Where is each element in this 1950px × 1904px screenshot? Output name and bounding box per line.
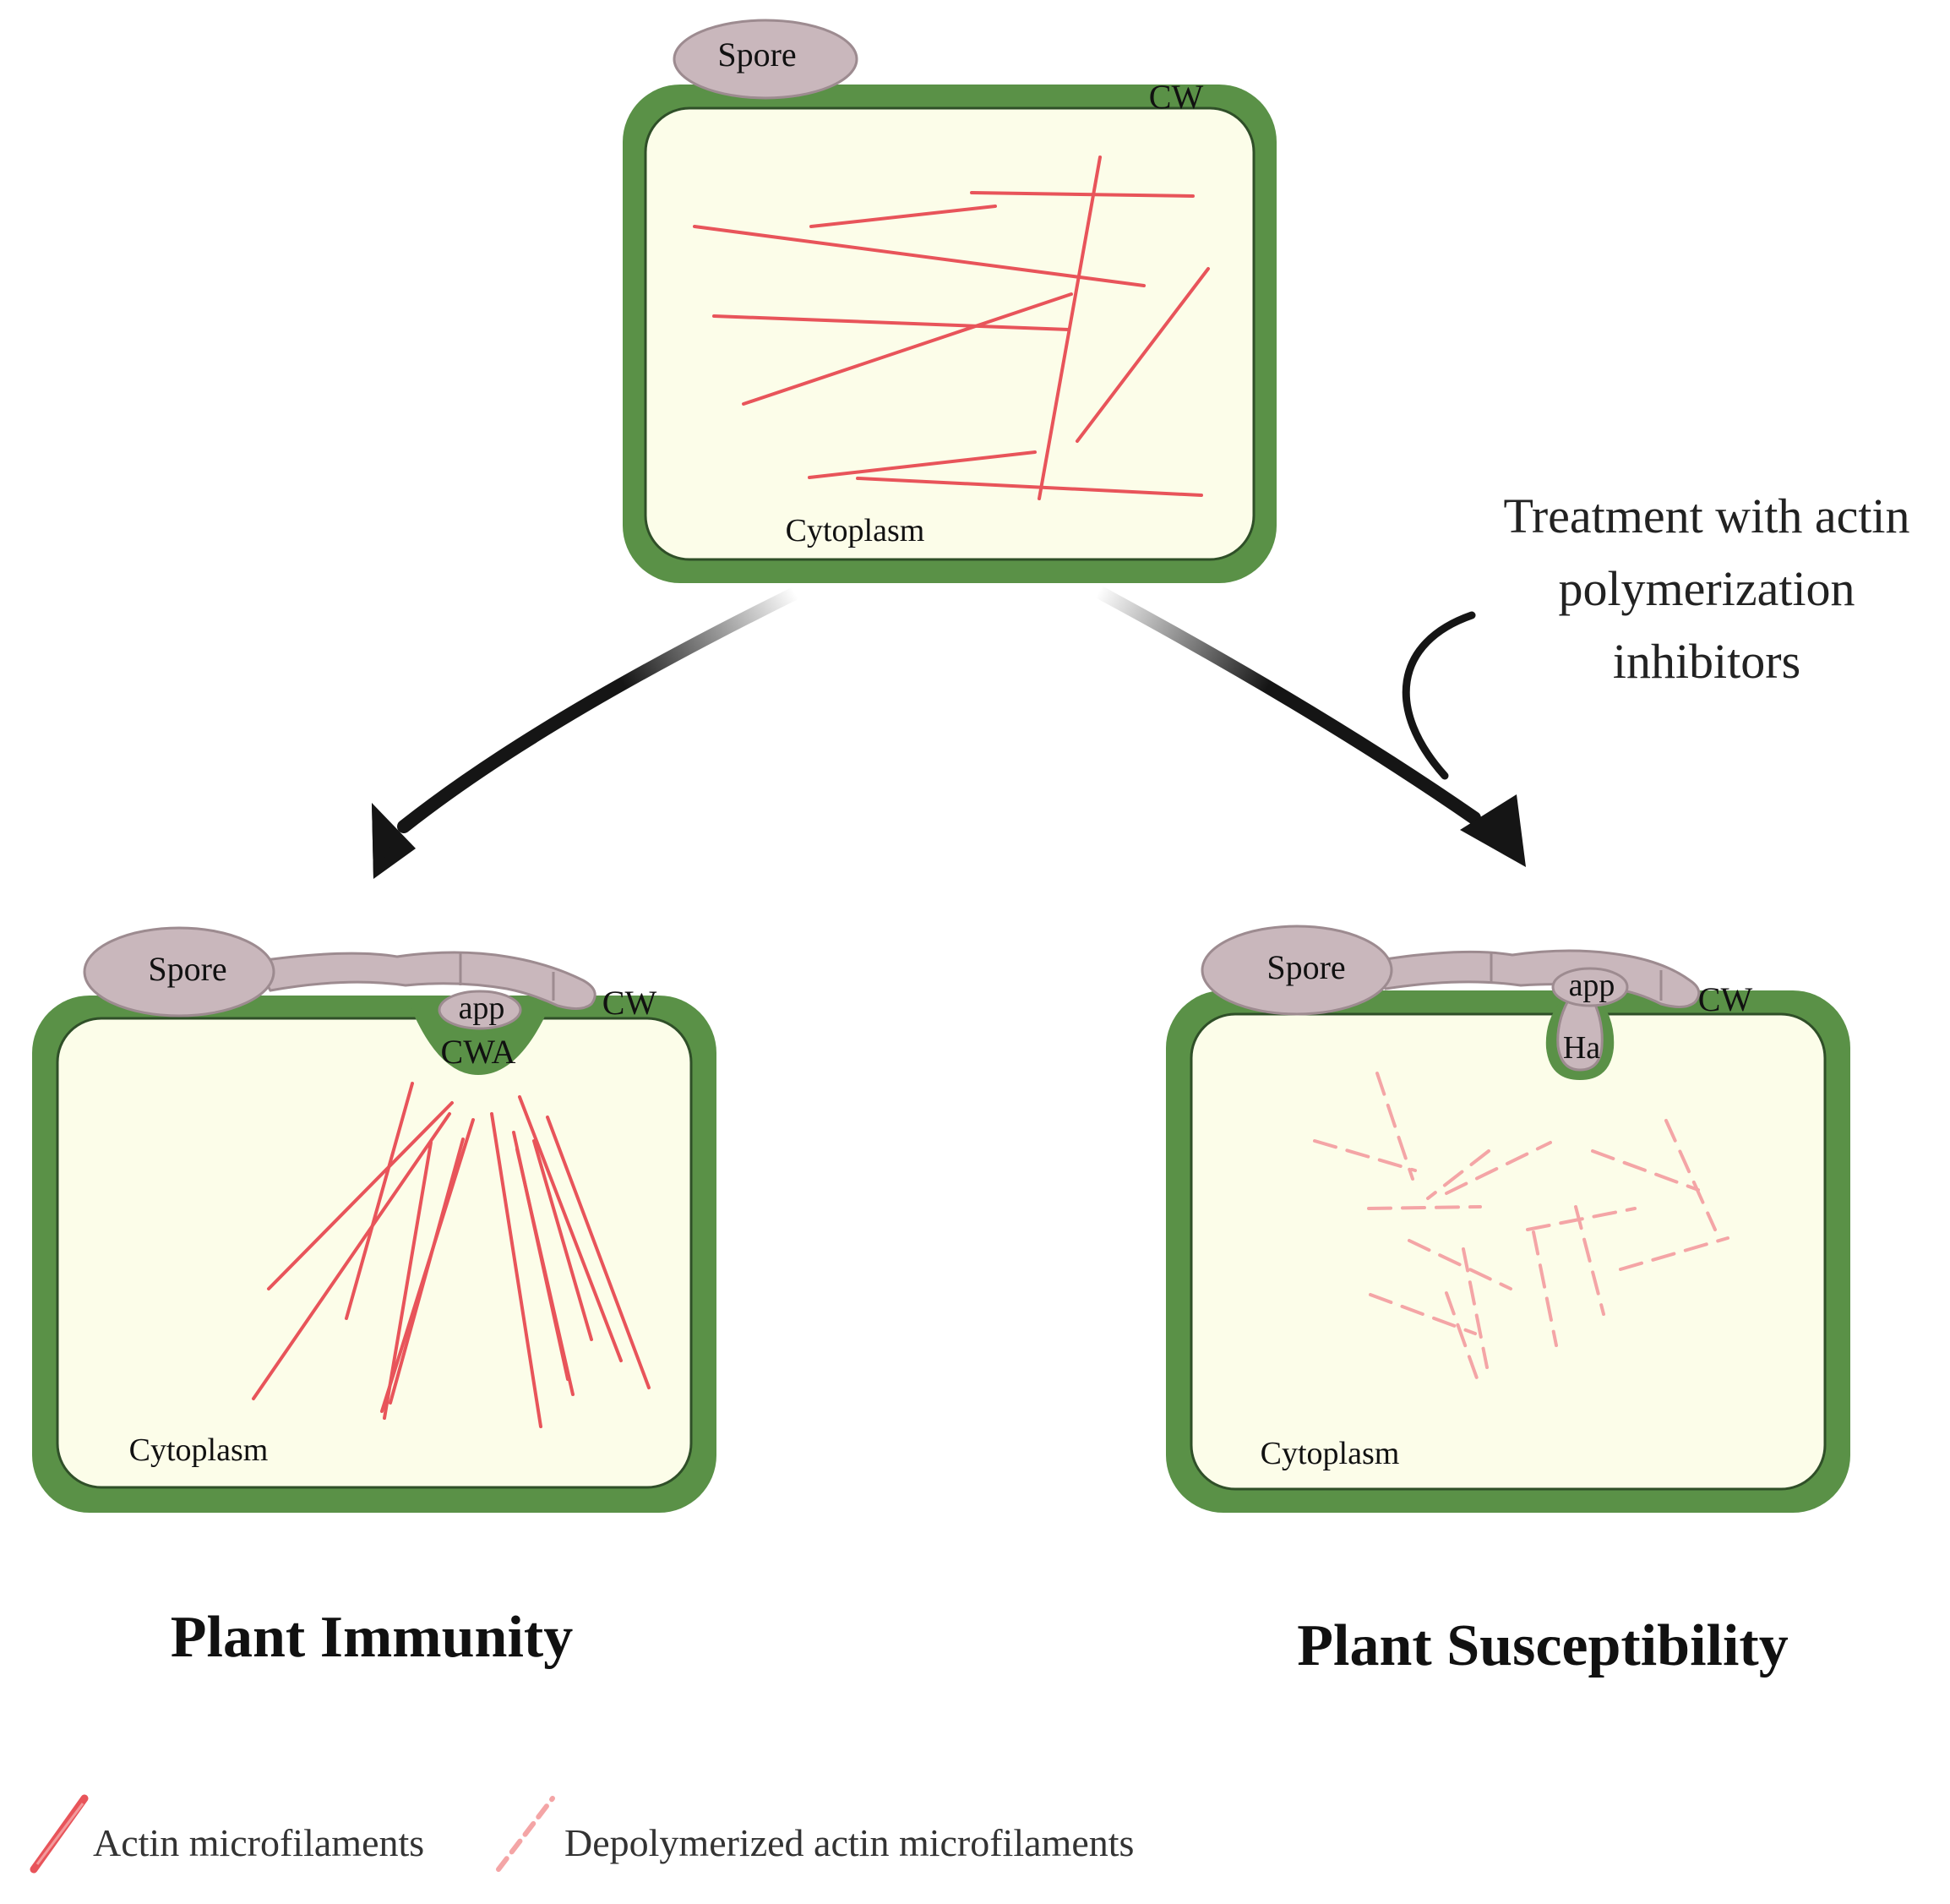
left-cwa-label: CWA: [441, 1033, 516, 1071]
actin-filament: [267, 1101, 454, 1290]
actin-filament: [515, 1148, 575, 1396]
actin-filament: [383, 1141, 433, 1420]
right-cw-label: CW: [1698, 980, 1753, 1018]
actin-filament: [742, 292, 1073, 406]
left-spore-label: Spore: [148, 950, 226, 988]
top-cytoplasm-label: Cytoplasm: [786, 513, 925, 548]
actin-filament: [518, 1095, 623, 1362]
depolymerized-filament: [1375, 1072, 1414, 1181]
actin-filament: [970, 191, 1195, 198]
depolymerized-filament: [1574, 1205, 1605, 1316]
depolymerized-filament: [1591, 1149, 1700, 1192]
actin-filament: [1038, 155, 1102, 500]
right-cell-cytoplasm: [1190, 1012, 1827, 1491]
actin-filament: [1076, 267, 1210, 443]
legend: Actin microfilaments Depolymerized actin…: [30, 1794, 1134, 1874]
treatment-line-3: inhibitors: [1613, 634, 1800, 689]
right-spore: [1201, 925, 1393, 1016]
left-cytoplasm-label: Cytoplasm: [129, 1432, 269, 1468]
depolymerized-filament: [1367, 1205, 1482, 1210]
depolymerized-filament: [1369, 1293, 1477, 1335]
actin-filament: [345, 1082, 414, 1320]
top-spore-label: Spore: [717, 35, 796, 74]
actin-filament: [856, 477, 1203, 497]
left-cell-cytoplasm: [56, 1017, 693, 1489]
cell-wall-apposition: [411, 1007, 549, 1075]
left-spore: [83, 926, 275, 1017]
haustorium: [1556, 999, 1604, 1072]
depolymerized-filament: [1462, 1247, 1489, 1369]
right-ha-label: Ha: [1563, 1030, 1600, 1066]
depolymerized-filament: [1408, 1239, 1512, 1290]
left-actin-filaments: [252, 1082, 651, 1428]
left-app-label: app: [459, 990, 505, 1026]
right-cell: Spore app Ha CW Cytoplasm: [1166, 925, 1850, 1513]
top-cw-label: CW: [1149, 78, 1204, 116]
left-cw-label: CW: [602, 984, 657, 1022]
actin-filament: [808, 450, 1037, 479]
actin-filament: [693, 225, 1146, 287]
right-appressorium: [1551, 967, 1629, 1007]
arrow-to-immunity: [372, 585, 805, 879]
actin-filament: [252, 1112, 451, 1400]
top-cell: Spore CW Cytoplasm: [623, 19, 1277, 583]
plant-susceptibility-title: Plant Susceptibility: [1297, 1613, 1788, 1678]
legend-dashed-label: Depolymerized actin microfilaments: [564, 1821, 1134, 1864]
top-actin-filaments: [693, 155, 1210, 500]
treatment-line-2: polymerization: [1558, 561, 1855, 616]
right-cytoplasm-label: Cytoplasm: [1261, 1436, 1400, 1471]
right-spore-label: Spore: [1266, 948, 1345, 986]
legend-solid-label: Actin microfilaments: [93, 1821, 424, 1864]
right-actin-filaments: [1313, 1072, 1729, 1389]
left-cell: Spore app CWA CW Cytoplasm: [32, 926, 716, 1513]
legend-dashed-actin-icon: [496, 1796, 555, 1872]
top-spore: [673, 19, 858, 100]
actin-filament: [490, 1112, 542, 1428]
actin-filament: [809, 205, 997, 228]
depolymerized-filament: [1313, 1139, 1417, 1172]
depolymerized-filament: [1445, 1291, 1482, 1389]
depolymerized-filament: [1664, 1119, 1717, 1231]
depolymerized-filament: [1619, 1236, 1729, 1271]
depolymerized-filament: [1532, 1230, 1558, 1347]
right-germ-tube: [1366, 949, 1701, 1008]
actin-filament: [546, 1116, 651, 1389]
right-app-label: app: [1569, 968, 1615, 1003]
arrowhead-right: [1460, 794, 1526, 867]
treatment-line-1: Treatment with actin: [1503, 488, 1909, 543]
actin-filament: [532, 1139, 593, 1341]
treatment-note: Treatment with actin polymerization inhi…: [1503, 488, 1909, 689]
treatment-pointer-arrow: [1402, 611, 1476, 780]
actin-filament: [389, 1137, 465, 1405]
plant-immunity-title: Plant Immunity: [171, 1605, 573, 1670]
left-appressorium: [438, 990, 522, 1030]
left-germ-tube: [251, 951, 596, 1010]
depolymerized-filament: [1445, 1141, 1552, 1195]
depolymerized-filament: [1526, 1207, 1637, 1231]
arrow-to-susceptibility: [1092, 585, 1526, 867]
actin-filament: [712, 314, 1070, 331]
depolymerized-filament: [1426, 1149, 1490, 1200]
